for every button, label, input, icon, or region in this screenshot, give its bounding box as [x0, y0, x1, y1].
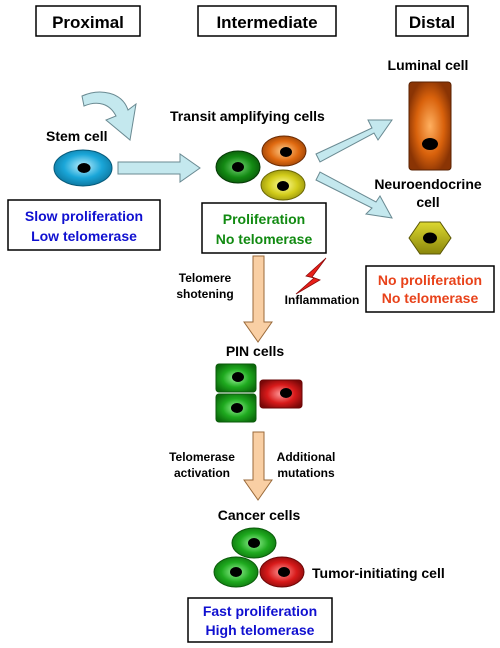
inflammation-label: Inflammation [285, 293, 360, 307]
tumor-initiating-label: Tumor-initiating cell [312, 565, 445, 581]
neuroendocrine-label-line1: Neuroendocrine [374, 176, 482, 192]
stem-cell-label: Stem cell [46, 128, 107, 144]
cancer-cell-green-bottom [213, 556, 259, 588]
stem-info-line1: Slow proliferation [25, 208, 143, 224]
header-intermediate-label: Intermediate [216, 13, 317, 32]
stem-cell [53, 149, 113, 187]
neuroendocrine-label-line2: cell [416, 194, 439, 210]
telomere-shortening-line1: Telomere [179, 271, 232, 285]
transit-info-line1: Proliferation [223, 211, 305, 227]
additional-mutations-line1: Additional [277, 450, 336, 464]
distal-info-box: No proliferation No telomerase [365, 265, 495, 313]
stem-info-box: Slow proliferation Low telomerase [7, 199, 161, 251]
cancer-info-box: Fast proliferation High telomerase [187, 597, 333, 643]
pin-cells-label: PIN cells [226, 343, 285, 359]
transit-to-pin-arrow [243, 255, 273, 343]
cancer-info-line1: Fast proliferation [203, 603, 317, 619]
pin-cell-green-bottom [215, 393, 257, 423]
additional-mutations-line2: mutations [277, 466, 335, 480]
transit-to-luminal-arrow [315, 119, 393, 163]
header-distal-label: Distal [409, 13, 455, 32]
distal-info-line1: No proliferation [378, 272, 482, 288]
header-proximal: Proximal [35, 5, 141, 37]
self-renewal-arrow [81, 91, 137, 141]
header-distal: Distal [395, 5, 469, 37]
telomerase-activation-line2: activation [174, 466, 230, 480]
cancer-cell-red [259, 556, 305, 588]
stem-to-transit-arrow [117, 153, 201, 183]
telomere-shortening-line2: shotening [176, 287, 233, 301]
transit-cell-dark-green [215, 150, 261, 184]
cancer-info-line2: High telomerase [206, 622, 315, 638]
transit-cell-orange [261, 135, 307, 167]
header-proximal-label: Proximal [52, 13, 124, 32]
transit-to-neuroendocrine-arrow [315, 171, 393, 219]
header-intermediate: Intermediate [197, 5, 337, 37]
transit-info-line2: No telomerase [216, 231, 313, 247]
transit-cell-yellow [260, 169, 306, 201]
neuroendocrine-cell [408, 221, 452, 255]
stem-info-line2: Low telomerase [31, 228, 137, 244]
pin-cell-green-top [215, 363, 257, 393]
lightning-icon [295, 257, 327, 295]
pin-to-cancer-arrow [243, 431, 273, 501]
cancer-cells-label: Cancer cells [218, 507, 301, 523]
luminal-cell-label: Luminal cell [388, 57, 469, 73]
luminal-cell [408, 81, 452, 171]
distal-info-line2: No telomerase [382, 290, 479, 306]
transit-amplifying-label: Transit amplifying cells [170, 108, 325, 124]
telomerase-activation-line1: Telomerase [169, 450, 235, 464]
cancer-cell-green-top [231, 527, 277, 559]
pin-cell-red [259, 379, 303, 409]
transit-info-box: Proliferation No telomerase [201, 202, 327, 254]
